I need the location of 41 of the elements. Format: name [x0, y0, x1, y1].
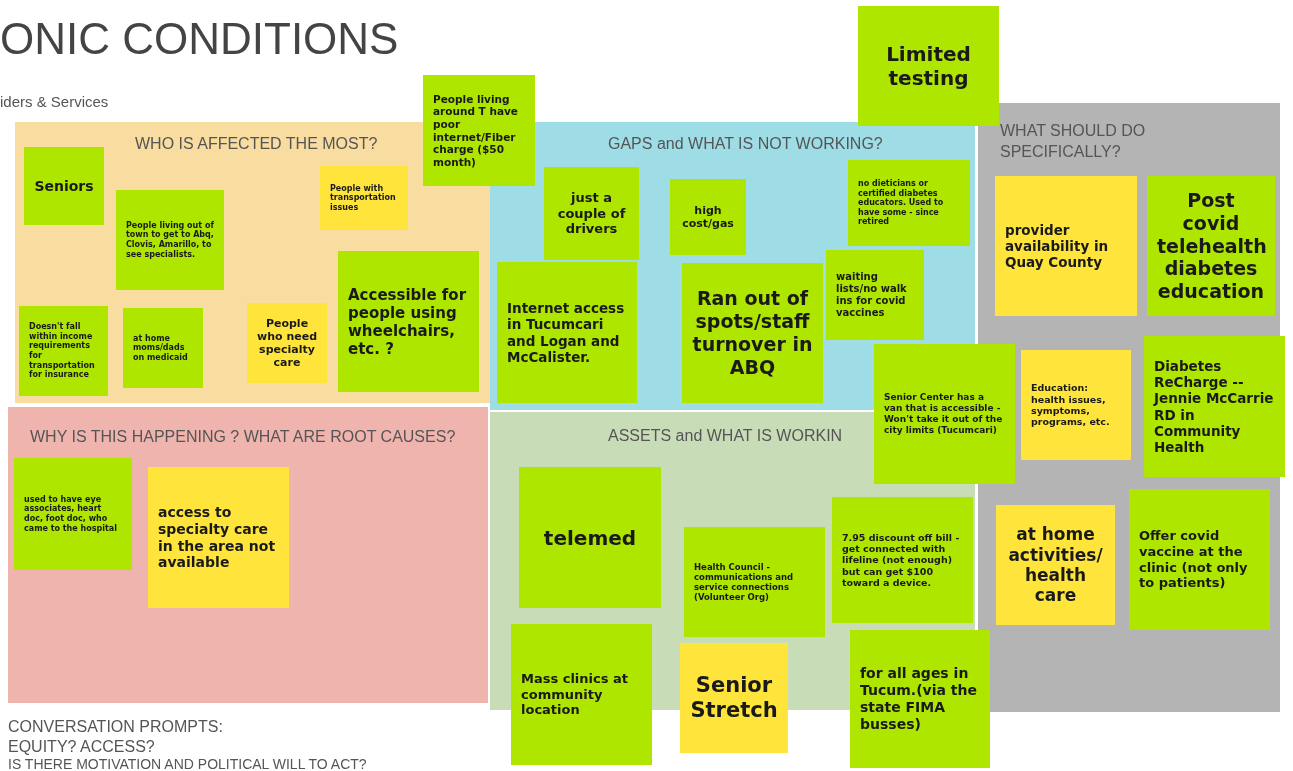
- sticky-note: Mass clinics at community location: [511, 624, 652, 765]
- prompt-text: IS THERE MOTIVATION AND POLITICAL WILL TO ACT?: [8, 756, 367, 771]
- sticky-note: at home activities/ health care: [996, 505, 1115, 625]
- prompt-text: CONVERSATION PROMPTS:: [8, 718, 223, 736]
- sticky-note: provider availability in Quay County: [995, 176, 1137, 316]
- board-section: [8, 407, 488, 703]
- sticky-note: telemed: [519, 467, 661, 608]
- section-heading: GAPS and WHAT IS NOT WORKING?: [608, 134, 883, 154]
- sticky-note: People who need specialty care: [247, 303, 327, 383]
- section-heading: ASSETS and WHAT IS WORKIN: [608, 426, 843, 446]
- sticky-note: high cost/gas: [670, 179, 746, 255]
- section-heading: WHO IS AFFECTED THE MOST?: [135, 134, 378, 154]
- sticky-note: just a couple of drivers: [544, 167, 639, 260]
- sticky-note: used to have eye associates, heart doc, foot doc, who came to the hospital: [14, 458, 132, 570]
- section-heading: WHAT SHOULD DO SPECIFICALLY?: [1000, 121, 1147, 162]
- sticky-note: Limited testing: [858, 6, 999, 126]
- sticky-note: Doesn't fall within income requirements for transportation for insurance: [19, 306, 108, 396]
- sticky-note: Internet access in Tucumcari and Logan and McCalister.: [497, 262, 637, 403]
- sticky-note: Senior Stretch: [680, 643, 788, 753]
- sticky-note: Accessible for people using wheelchairs, etc. ?: [338, 251, 479, 392]
- section-heading: WHY IS THIS HAPPENING ? WHAT ARE ROOT CAUSES?: [30, 427, 456, 447]
- sticky-note: People with transportation issues: [320, 166, 408, 230]
- sticky-note: no dieticians or certified diabetes educators. Used to have some - since retired: [848, 160, 970, 246]
- sticky-note: Senior Center has a van that is accessible - Won't take it out of the city limits (Tucumcari): [874, 344, 1015, 484]
- sticky-note: Health Council - communications and service connections (Volunteer Org): [684, 527, 825, 637]
- sticky-note: People living around T have poor internet/Fiber charge ($50 month): [423, 75, 535, 186]
- sticky-note: People living out of town to get to Abq, Clovis, Amarillo, to see specialists.: [116, 190, 224, 290]
- prompt-text: EQUITY? ACCESS?: [8, 738, 155, 756]
- sticky-note: Seniors: [24, 147, 104, 225]
- sticky-note: Diabetes ReCharge -- Jennie McCarrie RD in Community Health: [1144, 336, 1285, 477]
- sticky-note: Ran out of spots/staff turnover in ABQ: [682, 263, 823, 403]
- sticky-note: Education: health issues, symptoms, programs, etc.: [1021, 350, 1131, 460]
- sticky-note: Post covid telehealth diabetes education: [1147, 176, 1275, 316]
- sticky-note: waiting lists/no walk ins for covid vaccines: [826, 250, 924, 340]
- sticky-note: for all ages in Tucum.(via the state FIMA busses): [850, 630, 990, 768]
- sticky-note: Offer covid vaccine at the clinic (not only to patients): [1129, 489, 1270, 630]
- sticky-note: 7.95 discount off bill - get connected with lifeline (not enough) but can get $100 toward a device.: [832, 497, 973, 623]
- subtitle: iders & Services: [0, 93, 109, 110]
- page-title: ONIC CONDITIONS: [0, 14, 399, 64]
- sticky-note: access to specialty care in the area not available: [148, 467, 289, 608]
- sticky-note: at home moms/dads on medicaid: [123, 308, 203, 388]
